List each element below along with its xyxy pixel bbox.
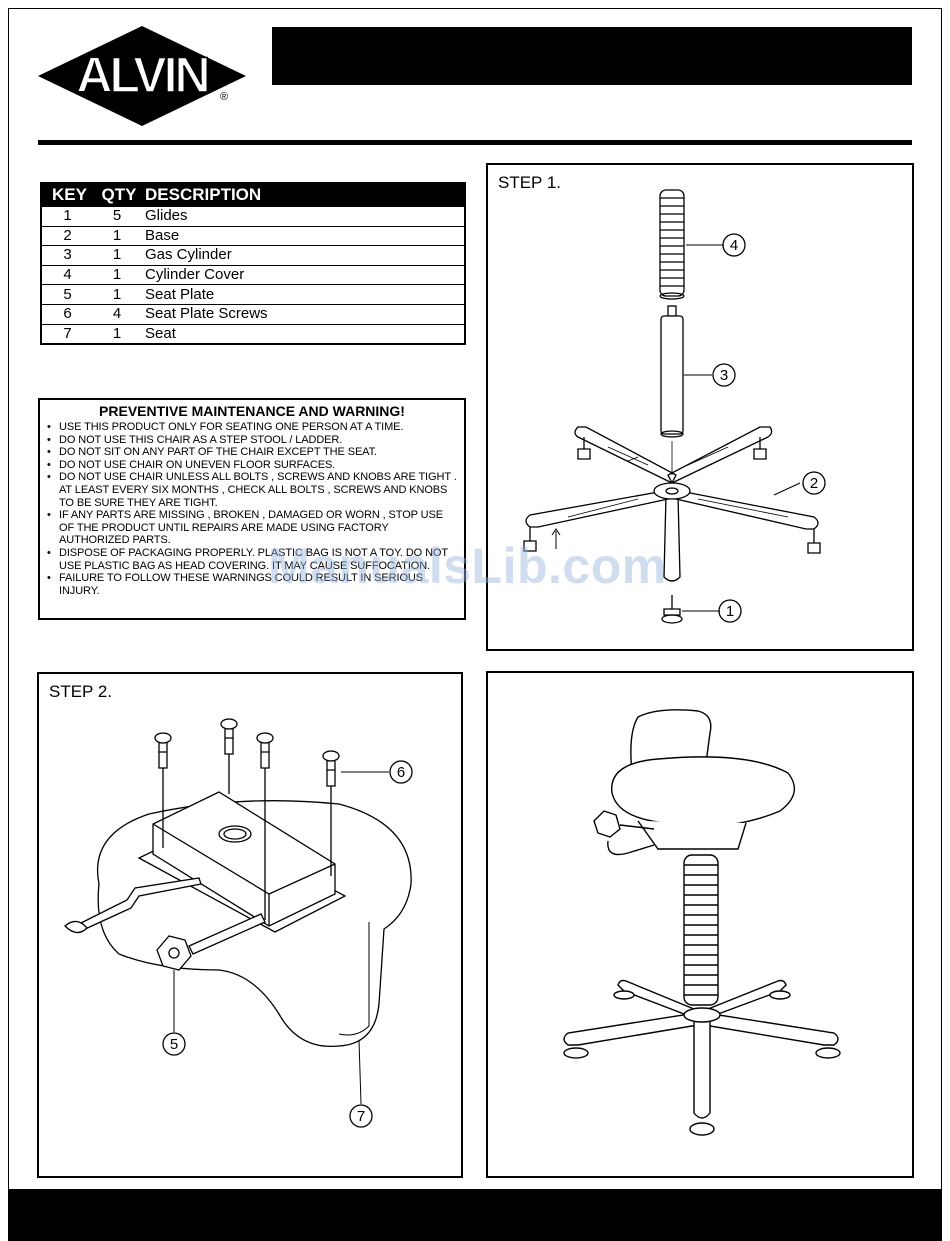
row-key: 3 <box>41 245 93 266</box>
logo-text: ALVIN <box>76 47 207 103</box>
lever-drawing <box>64 877 266 955</box>
row-description: Seat <box>141 323 465 344</box>
step2-panel: STEP 2. <box>37 672 463 1178</box>
row-description: Base <box>141 225 465 246</box>
row-qty: 1 <box>93 245 141 266</box>
row-qty: 4 <box>93 303 141 325</box>
row-qty: 5 <box>93 206 141 227</box>
row-description: Cylinder Cover <box>141 264 465 285</box>
row-key: 7 <box>41 323 93 344</box>
row-key: 6 <box>41 303 93 325</box>
callout-6: 6 <box>397 764 405 781</box>
row-description: Seat Plate Screws <box>141 303 465 325</box>
row-key: 5 <box>41 284 93 305</box>
callout-2: 2 <box>810 475 818 492</box>
callout-3: 3 <box>720 367 728 384</box>
warning-box: PREVENTIVE MAINTENANCE AND WARNING! USE … <box>38 398 466 620</box>
stool-base-drawing <box>563 979 839 1119</box>
base-drawing <box>525 426 819 582</box>
step1-illustration: 4 3 2 1 <box>523 189 826 624</box>
seat-knob-drawing <box>593 810 621 838</box>
header-rule <box>38 140 912 145</box>
callout-1: 1 <box>726 603 734 620</box>
warning-item: DO NOT USE CHAIR UNLESS ALL BOLTS , SCRE… <box>46 471 458 509</box>
warning-item: USE THIS PRODUCT ONLY FOR SEATING ONE PE… <box>46 421 458 434</box>
row-description: Glides <box>141 206 465 227</box>
gas-cylinder-drawing <box>660 305 684 438</box>
step1-label: STEP 1. <box>498 173 561 192</box>
row-qty: 1 <box>93 284 141 305</box>
cylinder-cover-drawing <box>659 189 685 300</box>
alvin-logo: ALVIN ® <box>38 26 246 126</box>
warning-item: DO NOT SIT ON ANY PART OF THE CHAIR EXCE… <box>46 446 458 459</box>
step2-label: STEP 2. <box>49 682 112 701</box>
header-bar <box>272 27 912 85</box>
row-key: 1 <box>41 206 93 227</box>
step1-panel: STEP 1. <box>486 163 914 651</box>
warning-item: DISPOSE OF PACKAGING PROPERLY. PLASTIC B… <box>46 547 458 572</box>
warning-list: USE THIS PRODUCT ONLY FOR SEATING ONE PE… <box>46 421 458 597</box>
assembled-stool-illustration <box>563 709 841 1136</box>
row-qty: 1 <box>93 225 141 246</box>
header-key: KEY <box>41 183 93 207</box>
callout-4: 4 <box>730 237 738 254</box>
seat-plate-knob-drawing <box>156 935 192 971</box>
warning-item: DO NOT USE THIS CHAIR AS A STEP STOOL / … <box>46 434 458 447</box>
row-qty: 1 <box>93 323 141 344</box>
row-key: 4 <box>41 264 93 285</box>
header-qty: QTY <box>93 183 141 207</box>
callout-7: 7 <box>357 1108 365 1125</box>
seat-plate-drawing <box>137 791 347 933</box>
page-frame <box>8 8 942 1241</box>
row-description: Gas Cylinder <box>141 245 465 266</box>
seat-drawing <box>611 756 796 827</box>
header-description: DESCRIPTION <box>141 183 465 207</box>
logo-registered-mark: ® <box>220 91 228 103</box>
warning-item: FAILURE TO FOLLOW THESE WARNINGS COULD R… <box>46 572 458 597</box>
row-description: Seat Plate <box>141 284 465 305</box>
row-qty: 1 <box>93 264 141 285</box>
warning-item: IF ANY PARTS ARE MISSING , BROKEN , DAMA… <box>46 509 458 547</box>
callout-5: 5 <box>170 1036 178 1053</box>
footer-bar <box>8 1189 942 1241</box>
stool-glides-drawing <box>563 990 841 1136</box>
step2-illustration: 6 5 7 <box>64 718 413 1128</box>
warning-title: PREVENTIVE MAINTENANCE AND WARNING! <box>99 403 405 419</box>
glides-drawing <box>523 437 821 624</box>
assembled-stool-panel <box>486 671 914 1178</box>
watermark: ManualsLib.com <box>268 538 667 594</box>
warning-item: DO NOT USE CHAIR ON UNEVEN FLOOR SURFACE… <box>46 459 458 472</box>
column-drawing <box>683 854 719 1006</box>
seat-plate-screws-drawing <box>154 718 340 920</box>
parts-table-header: KEY QTY DESCRIPTION <box>41 183 465 207</box>
row-key: 2 <box>41 225 93 246</box>
